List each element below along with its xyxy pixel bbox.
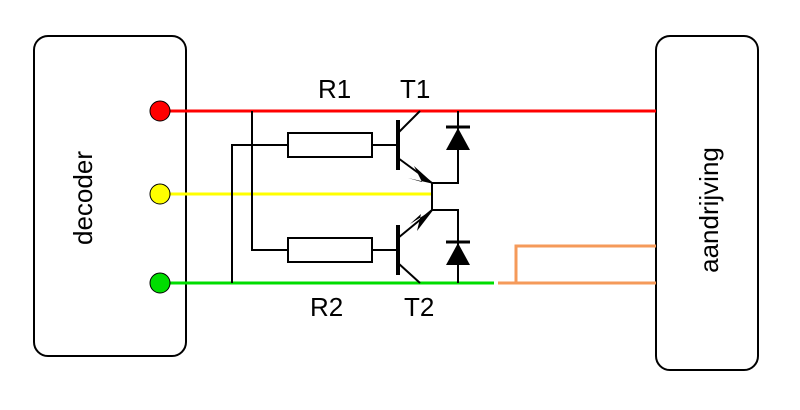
- transistor-t2: [396, 209, 434, 284]
- green-terminal: [149, 272, 171, 294]
- red-terminal: [149, 100, 171, 122]
- feed-lines: [231, 111, 288, 283]
- drive-label: aandrijving: [694, 147, 724, 273]
- label-r2: R2: [310, 292, 343, 322]
- transistor-t1: [396, 110, 434, 184]
- drive-block: [655, 35, 759, 371]
- decoder-block: [33, 35, 187, 357]
- yellow-terminal: [149, 183, 171, 205]
- decoder-label: decoder: [68, 151, 98, 245]
- diode-upper: [446, 125, 470, 150]
- label-t1: T1: [400, 74, 430, 104]
- diode-lower: [446, 240, 470, 265]
- label-r1: R1: [318, 74, 351, 104]
- orange-wire-upper: [498, 244, 656, 285]
- label-t2: T2: [404, 292, 434, 322]
- resistor-r1: [287, 132, 373, 158]
- resistor-r2: [287, 237, 373, 263]
